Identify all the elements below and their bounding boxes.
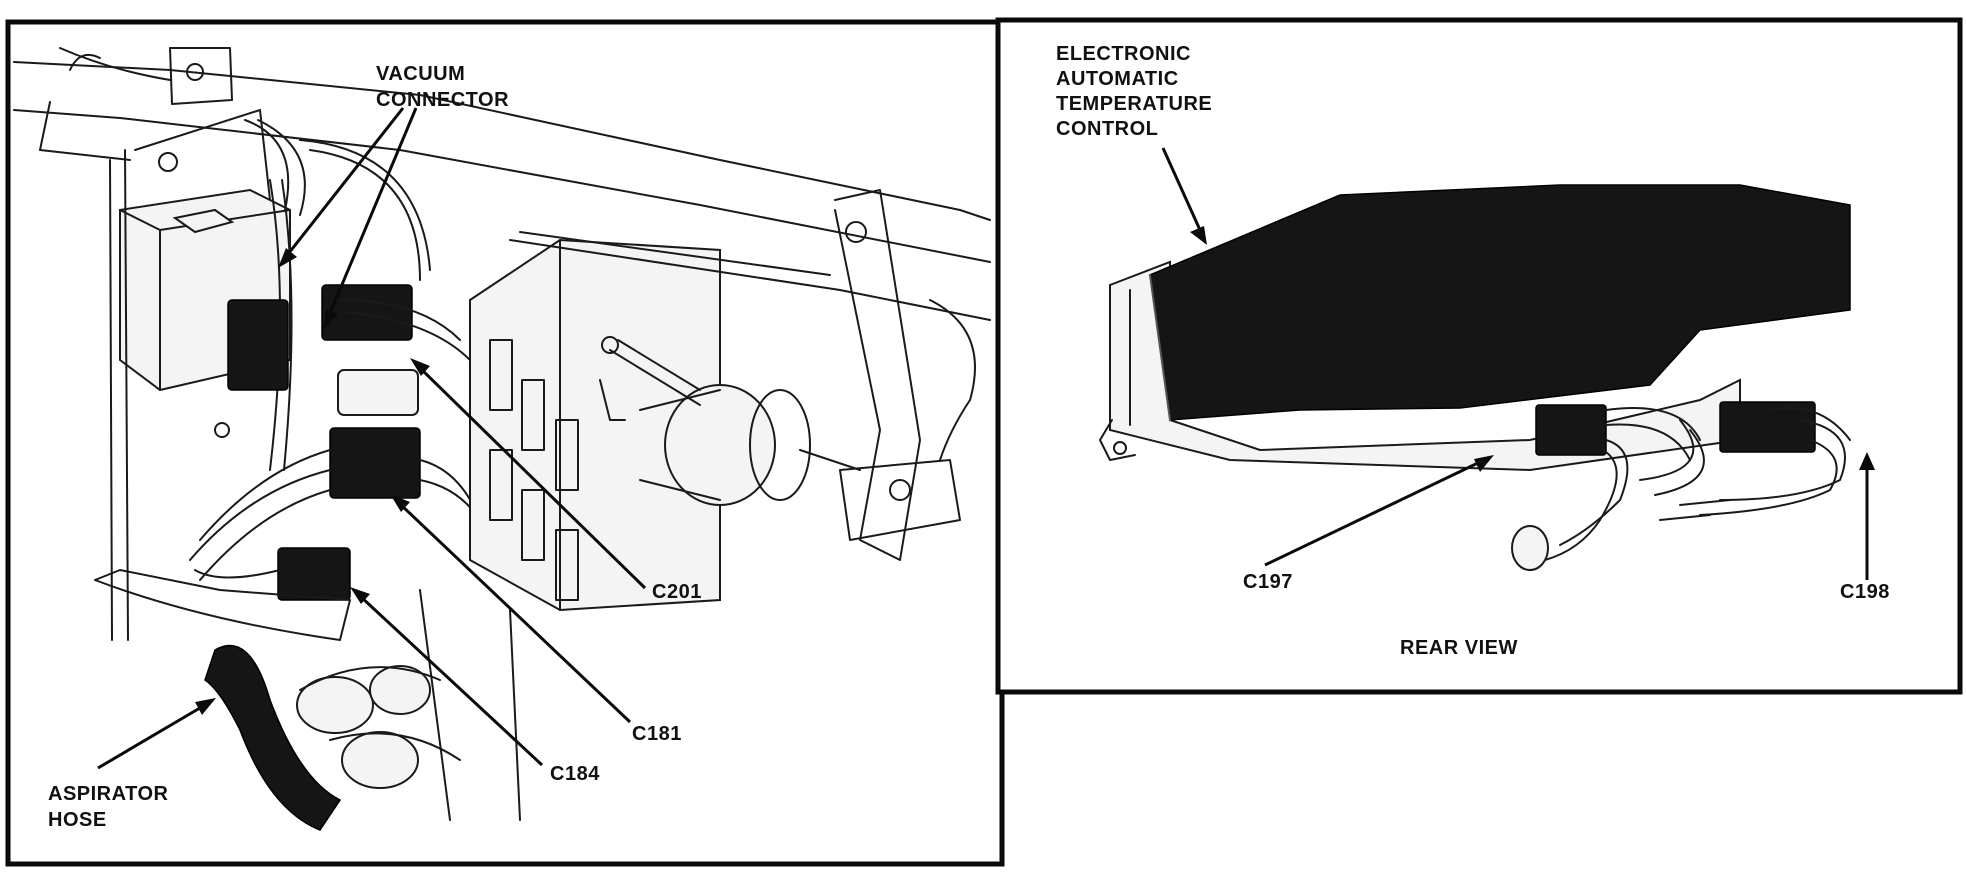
c184-arrowhead: [350, 587, 370, 604]
vacuum-connector-leader-1: [283, 107, 405, 259]
vacuum-connector-label-line1: VACUUM: [376, 63, 465, 85]
left-callouts: [97, 107, 647, 770]
eatc-label-line4: CONTROL: [1056, 118, 1158, 140]
c201-leader: [418, 366, 647, 590]
aspirator-hose-label-line2: HOSE: [48, 809, 107, 831]
eatc-leader: [1161, 147, 1202, 231]
c197-leader: [1264, 460, 1481, 567]
rear-view-caption: REAR VIEW: [1400, 637, 1518, 659]
right-callouts: [1161, 147, 1875, 580]
eatc-label-line3: TEMPERATURE: [1056, 93, 1212, 115]
eatc-label-line1: ELECTRONIC: [1056, 43, 1191, 65]
c197-label: C197: [1243, 571, 1293, 593]
c184-leader: [358, 594, 544, 767]
c181-leader: [398, 502, 632, 724]
c201-label: C201: [652, 581, 702, 603]
c197-arrowhead: [1474, 455, 1494, 472]
right-panel: ELECTRONIC AUTOMATIC TEMPERATURE CONTROL…: [995, 17, 1963, 695]
right-labels: ELECTRONIC AUTOMATIC TEMPERATURE CONTROL…: [1056, 43, 1890, 659]
vacuum-connector-label-line2: CONNECTOR: [376, 89, 509, 111]
vacuum-connector-leader-2: [326, 107, 418, 319]
right-panel-drawing: [1099, 184, 1851, 571]
vacuum-connector-arrowhead-1: [278, 248, 297, 268]
c201-arrowhead: [410, 358, 430, 376]
vacuum-connector-arrowhead-2: [323, 309, 338, 330]
c181-label: C181: [632, 723, 682, 745]
c181-arrowhead: [390, 494, 410, 512]
c184-label: C184: [550, 763, 600, 785]
left-panel: VACUUM CONNECTOR C201 C181 C184 ASPIRATO…: [5, 19, 1005, 867]
eatc-label-line2: AUTOMATIC: [1056, 68, 1179, 90]
c198-arrowhead: [1859, 452, 1875, 470]
eatc-arrowhead: [1190, 226, 1207, 245]
aspirator-hose-label-line1: ASPIRATOR: [48, 783, 168, 805]
aspirator-hose-arrowhead: [195, 698, 216, 715]
left-panel-drawing: [13, 47, 991, 831]
eatc-module-body: [1149, 184, 1851, 421]
aspirator-hose-leader: [97, 703, 206, 770]
left-labels: VACUUM CONNECTOR C201 C181 C184 ASPIRATO…: [48, 63, 702, 831]
vent-grid: [489, 339, 579, 601]
c198-label: C198: [1840, 581, 1890, 603]
